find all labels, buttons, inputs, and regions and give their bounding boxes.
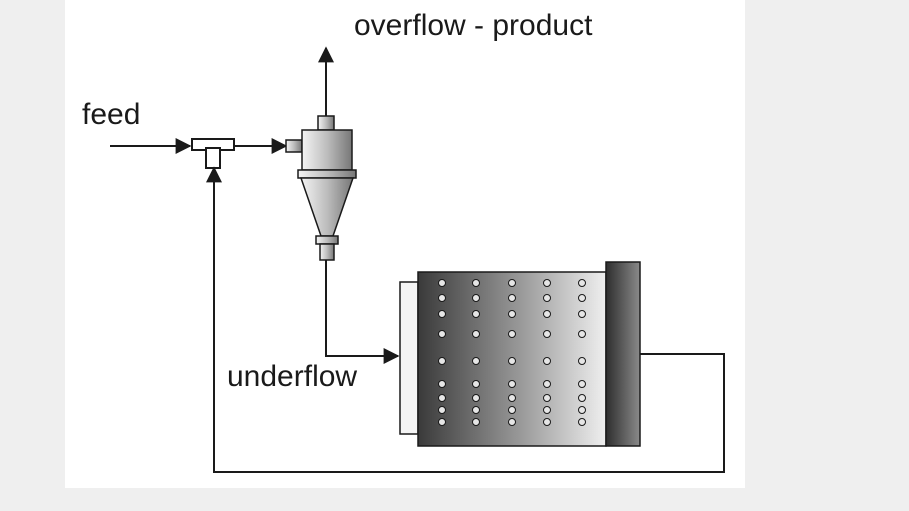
mill-hole bbox=[543, 330, 551, 338]
mill-hole bbox=[472, 279, 480, 287]
underflow-label: underflow bbox=[227, 360, 358, 393]
mill-hole bbox=[578, 357, 586, 365]
mill-hole bbox=[578, 394, 586, 402]
mill-hole bbox=[472, 294, 480, 302]
mill-hole bbox=[543, 418, 551, 426]
feed-label: feed bbox=[82, 98, 141, 131]
mill-hole bbox=[543, 394, 551, 402]
mill-hole bbox=[508, 330, 516, 338]
mill-hole bbox=[438, 310, 446, 318]
overflow-product-label: overflow - product bbox=[354, 9, 593, 42]
mill-hole bbox=[543, 357, 551, 365]
mill-hole bbox=[438, 294, 446, 302]
mill-hole bbox=[578, 380, 586, 388]
recycle-line bbox=[206, 166, 725, 473]
mill-hole bbox=[578, 279, 586, 287]
mixer-tee-icon bbox=[191, 138, 235, 169]
mill-hole bbox=[508, 380, 516, 388]
mill-hole bbox=[438, 380, 446, 388]
mill-hole bbox=[508, 394, 516, 402]
hydrocyclone-icon bbox=[285, 115, 357, 261]
mill-hole bbox=[543, 279, 551, 287]
mill-hole bbox=[438, 357, 446, 365]
mill-hole bbox=[578, 310, 586, 318]
mill-hole bbox=[508, 418, 516, 426]
mill-hole bbox=[578, 406, 586, 414]
mill-hole bbox=[472, 357, 480, 365]
mill-hole bbox=[508, 279, 516, 287]
mill-hole bbox=[578, 294, 586, 302]
mill-hole bbox=[438, 279, 446, 287]
mill-hole bbox=[543, 406, 551, 414]
mill-hole bbox=[543, 380, 551, 388]
mill-hole bbox=[578, 330, 586, 338]
mill-hole bbox=[438, 394, 446, 402]
mill-hole bbox=[472, 418, 480, 426]
mill-hole bbox=[578, 418, 586, 426]
mill-hole bbox=[508, 357, 516, 365]
mill-hole bbox=[438, 418, 446, 426]
mill-hole bbox=[472, 380, 480, 388]
mill-hole bbox=[508, 310, 516, 318]
mill-hole bbox=[472, 394, 480, 402]
mill-hole bbox=[508, 406, 516, 414]
mill-hole bbox=[508, 294, 516, 302]
mill-hole bbox=[438, 406, 446, 414]
ball-mill-icon bbox=[399, 261, 641, 447]
mill-hole bbox=[472, 406, 480, 414]
mill-hole bbox=[543, 294, 551, 302]
mill-hole bbox=[543, 310, 551, 318]
mill-hole bbox=[472, 310, 480, 318]
mill-hole bbox=[438, 330, 446, 338]
underflow-line bbox=[325, 260, 400, 364]
mill-hole bbox=[472, 330, 480, 338]
